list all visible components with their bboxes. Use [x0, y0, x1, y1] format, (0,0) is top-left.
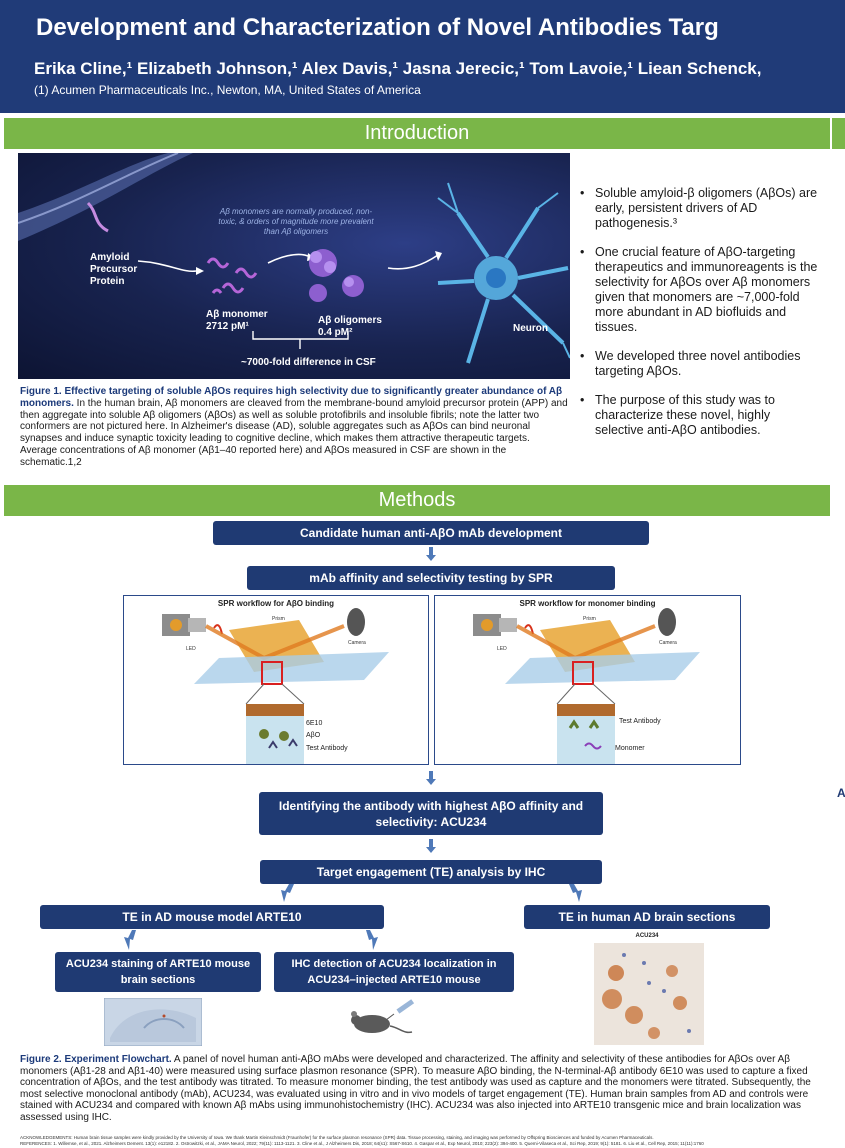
figure1-note: Aβ monomers are normally produced, non-t… [218, 207, 374, 236]
references: REFERENCES: 1. Willemse, et al., 2021. A… [20, 1140, 704, 1146]
app-label: Amyloid Precursor Protein [90, 252, 138, 287]
diagonal-arrow-icon [281, 884, 294, 902]
mouse-brain-section-image [104, 998, 202, 1046]
spr-layer-label: Monomer [615, 745, 645, 752]
spr-panel-abo: SPR workflow for AβO binding Prism LED C… [123, 595, 429, 765]
neuron-label: Neuron [513, 323, 548, 334]
diagonal-arrow-icon [569, 884, 582, 902]
introduction-heading: Introduction [4, 118, 830, 149]
monomer-concentration: 2712 pM¹ [206, 321, 249, 332]
affiliation: (1) Acumen Pharmaceuticals Inc., Newton,… [34, 83, 421, 97]
diagonal-arrow-icon [124, 930, 136, 950]
flow-step-identify: Identifying the antibody with highest Aβ… [259, 792, 603, 835]
flow-sub-staining: ACU234 staining of ARTE10 mouse brain se… [55, 952, 261, 992]
figure1-illustration: Aβ monomers are normally produced, non-t… [18, 153, 570, 379]
flow-branch-human: TE in human AD brain sections [524, 905, 770, 929]
flow-branch-mouse: TE in AD mouse model ARTE10 [40, 905, 384, 929]
introduction-bar-edge [832, 118, 845, 149]
bullet-item: We developed three novel antibodies targ… [580, 349, 820, 379]
introduction-bullets: Soluble amyloid-β oligomers (AβOs) are e… [580, 186, 820, 452]
spr-layer-label: Test Antibody [619, 718, 661, 725]
poster-header: Development and Characterization of Nove… [0, 0, 845, 113]
camera-label: Camera [348, 640, 366, 646]
poster-title: Development and Characterization of Nove… [36, 14, 719, 41]
down-arrow-icon [426, 839, 436, 853]
flow-sub-injection: IHC detection of ACU234 localization in … [274, 952, 514, 992]
flow-step-te: Target engagement (TE) analysis by IHC [260, 860, 602, 884]
edge-letter: A [837, 786, 845, 800]
spr-diagram-monomer [473, 608, 700, 764]
fold-difference-label: ~7000-fold difference in CSF [241, 357, 376, 368]
led-label: LED [186, 646, 196, 652]
figure1-artwork [18, 153, 570, 364]
human-brain-ihc-image [594, 943, 704, 1045]
figure1-caption: Figure 1. Effective targeting of soluble… [20, 386, 568, 469]
human-image-label: ACU234 [635, 933, 659, 939]
bullet-item: Soluble amyloid-β oligomers (AβOs) are e… [580, 186, 820, 231]
figure2-caption: Figure 2. Experiment Flowchart. A panel … [20, 1054, 828, 1124]
figure2-caption-title: Figure 2. Experiment Flowchart. [20, 1054, 172, 1065]
spr-layer-label: AβO [306, 732, 321, 739]
methods-heading: Methods [4, 485, 830, 516]
spr-layer-label: Test Antibody [306, 745, 348, 752]
led-label: LED [497, 646, 507, 652]
author-list: Erika Cline,¹ Elizabeth Johnson,¹ Alex D… [34, 59, 762, 78]
acknowledgements: ACKNOWLEDGEMENTS: Human brain tissue sam… [20, 1135, 654, 1140]
spr-panel-title: SPR workflow for monomer binding [519, 599, 656, 608]
flow-step-spr: mAb affinity and selectivity testing by … [247, 566, 615, 590]
diagonal-arrow-icon [366, 930, 378, 950]
down-arrow-icon [426, 547, 436, 561]
prism-label: Prism [583, 616, 596, 622]
prism-label: Prism [272, 616, 285, 622]
flow-step-development: Candidate human anti-AβO mAb development [213, 521, 649, 545]
oligomer-concentration: 0.4 pM² [318, 327, 353, 338]
figure1-caption-title: Figure 1. Effective targeting of soluble… [20, 386, 563, 409]
spr-panel-monomer: SPR workflow for monomer binding Prism L… [434, 595, 741, 765]
bullet-item: The purpose of this study was to charact… [580, 393, 820, 438]
down-arrow-icon [426, 771, 436, 785]
bullet-item: One crucial feature of AβO-targeting the… [580, 245, 820, 335]
spr-panel-title: SPR workflow for AβO binding [217, 599, 335, 608]
figure2-caption-body: A panel of novel human anti-AβO mAbs wer… [20, 1054, 811, 1123]
monomer-label: Aβ monomer [206, 309, 268, 320]
footer-notes: ACKNOWLEDGEMENTS: Human brain tissue sam… [20, 1135, 845, 1146]
oligomer-label: Aβ oligomers [318, 315, 382, 326]
spr-layer-label: 6E10 [306, 720, 323, 727]
camera-label: Camera [659, 640, 677, 646]
spr-diagram-abo [162, 608, 389, 764]
figure1-caption-body: In the human brain, Aβ monomers are clea… [20, 397, 568, 468]
mouse-injection-icon [351, 999, 415, 1034]
